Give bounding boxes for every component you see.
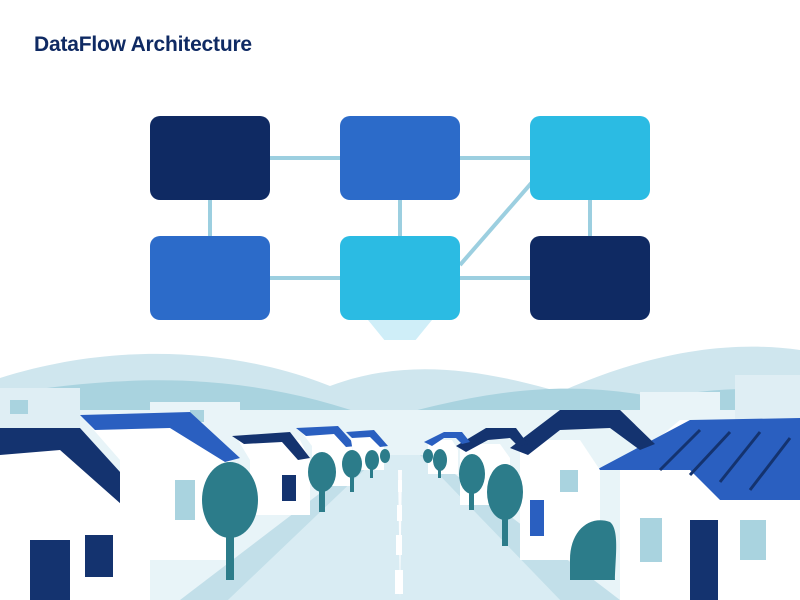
- node-n6: [530, 236, 650, 320]
- node-n1: [150, 116, 270, 200]
- left-house-1: [0, 428, 150, 600]
- village-street-illustration: [0, 346, 800, 600]
- connector-lines: [208, 156, 592, 280]
- node-n3: [530, 116, 650, 200]
- node-n5: [340, 236, 460, 320]
- page-title: DataFlow Architecture: [34, 33, 252, 56]
- left-house-2: [80, 412, 240, 560]
- node-n4: [150, 236, 270, 320]
- node-n2: [340, 116, 460, 200]
- output-funnel: [368, 320, 432, 340]
- right-house-1: [596, 418, 800, 600]
- architecture-diagram: [150, 116, 650, 340]
- edge-n3-n5: [458, 178, 536, 267]
- trees: [202, 449, 617, 580]
